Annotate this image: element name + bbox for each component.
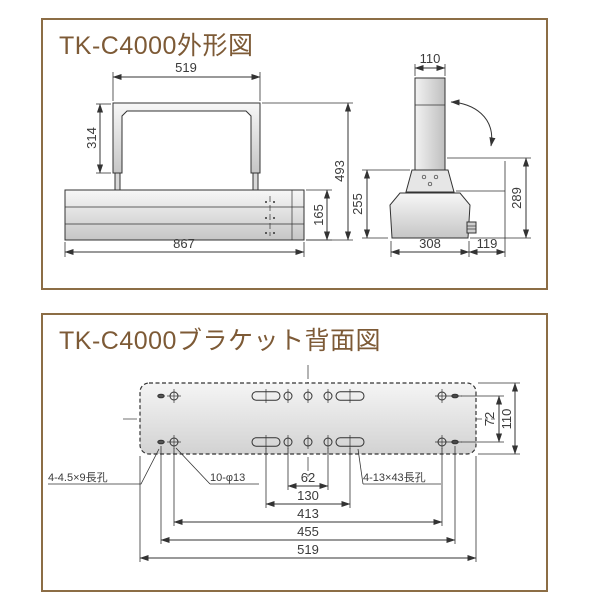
side-view: 110 255 289 30: [350, 51, 531, 257]
dim-label-130: 130: [297, 488, 319, 503]
dim-label-519-front: 519: [175, 60, 197, 75]
front-base-screw-detail: [265, 196, 275, 236]
dim-side-pivot-height: 289: [447, 157, 531, 239]
dim-small-slot-span: 455: [160, 524, 456, 544]
dim-front-total-height: 493: [262, 102, 353, 241]
dim-label-455: 455: [297, 524, 319, 539]
dim-center-holes: 62: [287, 470, 329, 490]
dim-label-308: 308: [419, 236, 441, 251]
outline-panel-title: TK-C4000外形図: [59, 32, 254, 60]
dim-slot-span: 130: [265, 488, 351, 508]
dim-label-289: 289: [509, 187, 524, 209]
callout-label-small-slots: 4-4.5×9長孔: [48, 471, 108, 484]
callout-long-slots: 4-13×43長孔: [357, 448, 441, 485]
hole-center-ticks: [167, 389, 462, 449]
dim-label-314: 314: [84, 127, 99, 149]
dim-outer-holes: 413: [173, 506, 443, 526]
dim-row-spacing: 72: [461, 395, 504, 443]
dim-label-110-side: 110: [420, 51, 441, 66]
dim-front-base-width: 867: [64, 236, 305, 257]
dim-label-255: 255: [350, 193, 365, 215]
dim-label-165: 165: [311, 204, 326, 226]
dim-label-519-plate: 519: [297, 542, 319, 557]
outline-drawing-panel: TK-C4000外形図: [41, 18, 548, 290]
rotation-arrow: [450, 99, 496, 147]
side-mount-shape: [405, 169, 455, 193]
bracket-plate-shape: [139, 382, 477, 455]
dim-label-72: 72: [482, 412, 497, 426]
front-bracket-foot-right: [252, 172, 259, 191]
dim-plate-width: 519: [139, 542, 477, 562]
side-body-shape: [389, 192, 471, 239]
front-bracket-foot-left: [114, 172, 121, 191]
bracket-panel-title: TK-C4000ブラケット背面図: [59, 327, 381, 355]
callout-label-long-slots: 4-13×43長孔: [363, 471, 426, 484]
bracket-rear-panel: TK-C4000ブラケット背面図: [41, 313, 548, 592]
callout-label-round-holes: 10-φ13: [210, 472, 245, 484]
dim-side-body-height: 255: [350, 169, 410, 239]
dim-label-867: 867: [173, 236, 195, 251]
dim-label-413: 413: [297, 506, 319, 521]
dim-label-62: 62: [301, 470, 315, 485]
dim-plate-height: 110: [478, 382, 520, 455]
dim-front-base-height: 165: [306, 189, 332, 241]
bracket-rear-svg: 72 110 4-4.5×9長孔 10-φ13: [48, 365, 520, 562]
callout-round-holes: 10-φ13: [175, 447, 259, 485]
front-bracket-shape: [112, 102, 261, 174]
side-connector: [466, 221, 477, 234]
dim-front-top-width: 519: [112, 60, 261, 101]
front-base-shape: [64, 189, 305, 241]
dim-side-arm-width: 110: [414, 51, 446, 76]
front-view: 519 314 493 165: [64, 60, 353, 257]
dim-label-119: 119: [477, 236, 498, 251]
callout-small-slots: 4-4.5×9長孔: [48, 448, 160, 485]
dim-side-base-widths: 308 119: [390, 161, 506, 257]
dim-label-110-plate: 110: [499, 409, 514, 430]
dim-front-bracket-height: 314: [84, 103, 111, 174]
dim-label-493: 493: [332, 160, 347, 182]
outline-drawing-svg: 519 314 493 165: [64, 51, 531, 257]
